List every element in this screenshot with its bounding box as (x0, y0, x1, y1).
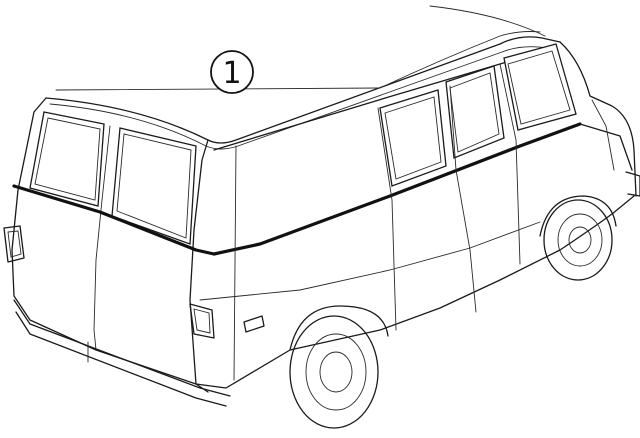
rear-window-left (29, 111, 105, 207)
side-window-1 (379, 89, 447, 187)
side-window-3 (503, 43, 577, 131)
front-wheel (539, 195, 617, 281)
left-tail-lamp (3, 225, 25, 263)
rear-body (11, 97, 231, 407)
callout-1: 1 (210, 50, 254, 94)
side-body (195, 43, 582, 389)
front-end (559, 41, 640, 251)
callout-circle (210, 50, 254, 94)
right-tail-lamp (189, 303, 265, 339)
callout-label: 1 (222, 56, 241, 91)
rear-wheel (289, 305, 389, 429)
rear-window-right (111, 127, 197, 245)
side-window-2 (445, 65, 505, 159)
